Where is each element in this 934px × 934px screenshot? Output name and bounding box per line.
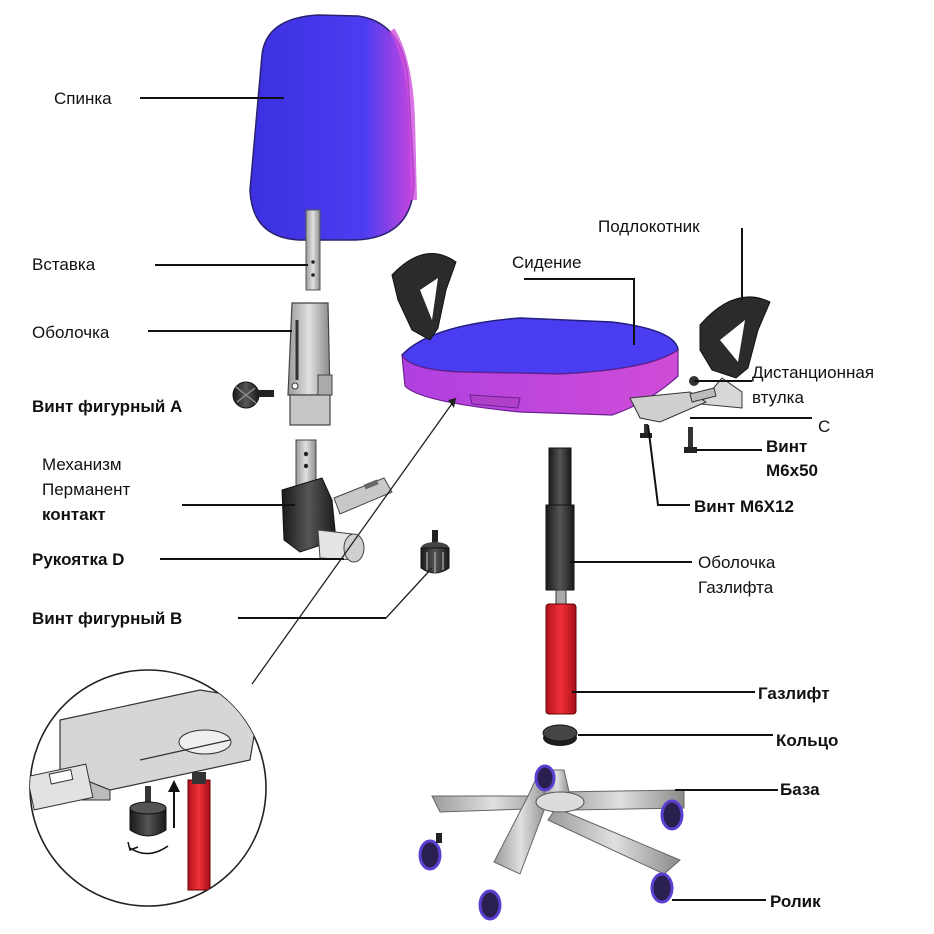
base-part (431, 768, 685, 875)
label-mechanism-3: контакт (42, 505, 106, 524)
shell-part (287, 302, 333, 426)
insert-bar (305, 209, 321, 291)
label-screw-m6x50-2: М6х50 (766, 461, 818, 480)
label-mechanism-1: Механизм (42, 455, 122, 474)
label-spacer-2: втулка (752, 388, 804, 407)
caster-parts (418, 764, 684, 921)
label-ring: Кольцо (776, 731, 838, 750)
gaslift-shell-part (545, 447, 575, 605)
label-shell: Оболочка (32, 323, 110, 342)
label-gaslift-shell-1: Оболочка (698, 553, 776, 572)
label-insert: Вставка (32, 255, 96, 274)
gaslift-part (545, 603, 577, 715)
label-c: C (818, 417, 830, 436)
seat-part (401, 317, 679, 416)
label-gaslift-shell-2: Газлифта (698, 578, 774, 597)
armrest-left-part (391, 253, 457, 341)
label-mechanism-2: Перманент (42, 480, 131, 499)
leader-lines (140, 97, 812, 901)
label-armrest: Подлокотник (598, 217, 700, 236)
ring-part (542, 724, 578, 746)
label-gaslift: Газлифт (758, 684, 830, 703)
label-handle-d: Рукоятка D (32, 550, 124, 569)
backrest-part (249, 14, 417, 241)
label-base: База (780, 780, 820, 799)
label-screw-m6x12: Винт М6Х12 (694, 497, 794, 516)
label-screw-m6x50-1: Винт (766, 437, 807, 456)
label-caster: Ролик (770, 892, 821, 911)
label-screw-a: Винт фигурный А (32, 397, 182, 416)
label-screw-b: Винт фигурный В (32, 609, 182, 628)
screw-a-part (232, 381, 274, 409)
label-seat: Сидение (512, 253, 582, 272)
screw-m6x50-part (684, 427, 697, 453)
screw-m6x12-part (640, 424, 652, 438)
mechanism-part (281, 439, 393, 563)
detail-inset (29, 669, 267, 907)
label-backrest: Спинка (54, 89, 112, 108)
label-spacer-1: Дистанционная (752, 363, 874, 382)
screw-b-part (420, 530, 450, 574)
